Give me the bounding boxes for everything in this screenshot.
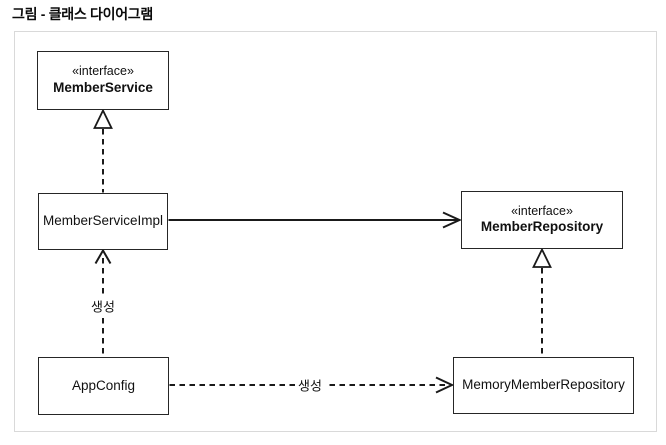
stereotype-label: «interface» (72, 64, 134, 79)
dependency-arrowhead-memberrepository (442, 211, 462, 229)
class-name: MemberRepository (480, 219, 604, 235)
stereotype-label: «interface» (511, 203, 573, 218)
class-box-app-config: AppConfig (38, 357, 169, 415)
diagram-canvas: «interface» MemberService MemberServiceI… (14, 31, 657, 432)
class-box-member-service: «interface» MemberService (37, 51, 169, 110)
class-name: AppConfig (71, 377, 136, 393)
create-arrowhead-memberserviceimpl (94, 248, 112, 264)
class-box-member-repository: «interface» MemberRepository (461, 191, 623, 249)
class-name: MemberService (53, 79, 153, 95)
realization-triangle-memberservice (93, 108, 113, 129)
class-box-memory-member-repository: MemoryMemberRepository (453, 357, 634, 414)
relationship-edges-layer (93, 108, 552, 394)
create-arrowhead-memorymemberrepository (435, 376, 455, 394)
edge-label-create-horizontal: 생성 (295, 375, 325, 395)
class-box-member-service-impl: MemberServiceImpl (38, 193, 168, 250)
class-name: MemoryMemberRepository (462, 377, 625, 393)
edge-label-create-vertical: 생성 (88, 296, 118, 316)
figure-title: 그림 - 클래스 다이어그램 (12, 6, 153, 22)
class-name: MemberServiceImpl (42, 213, 164, 229)
realization-triangle-memberrepository (532, 247, 552, 268)
